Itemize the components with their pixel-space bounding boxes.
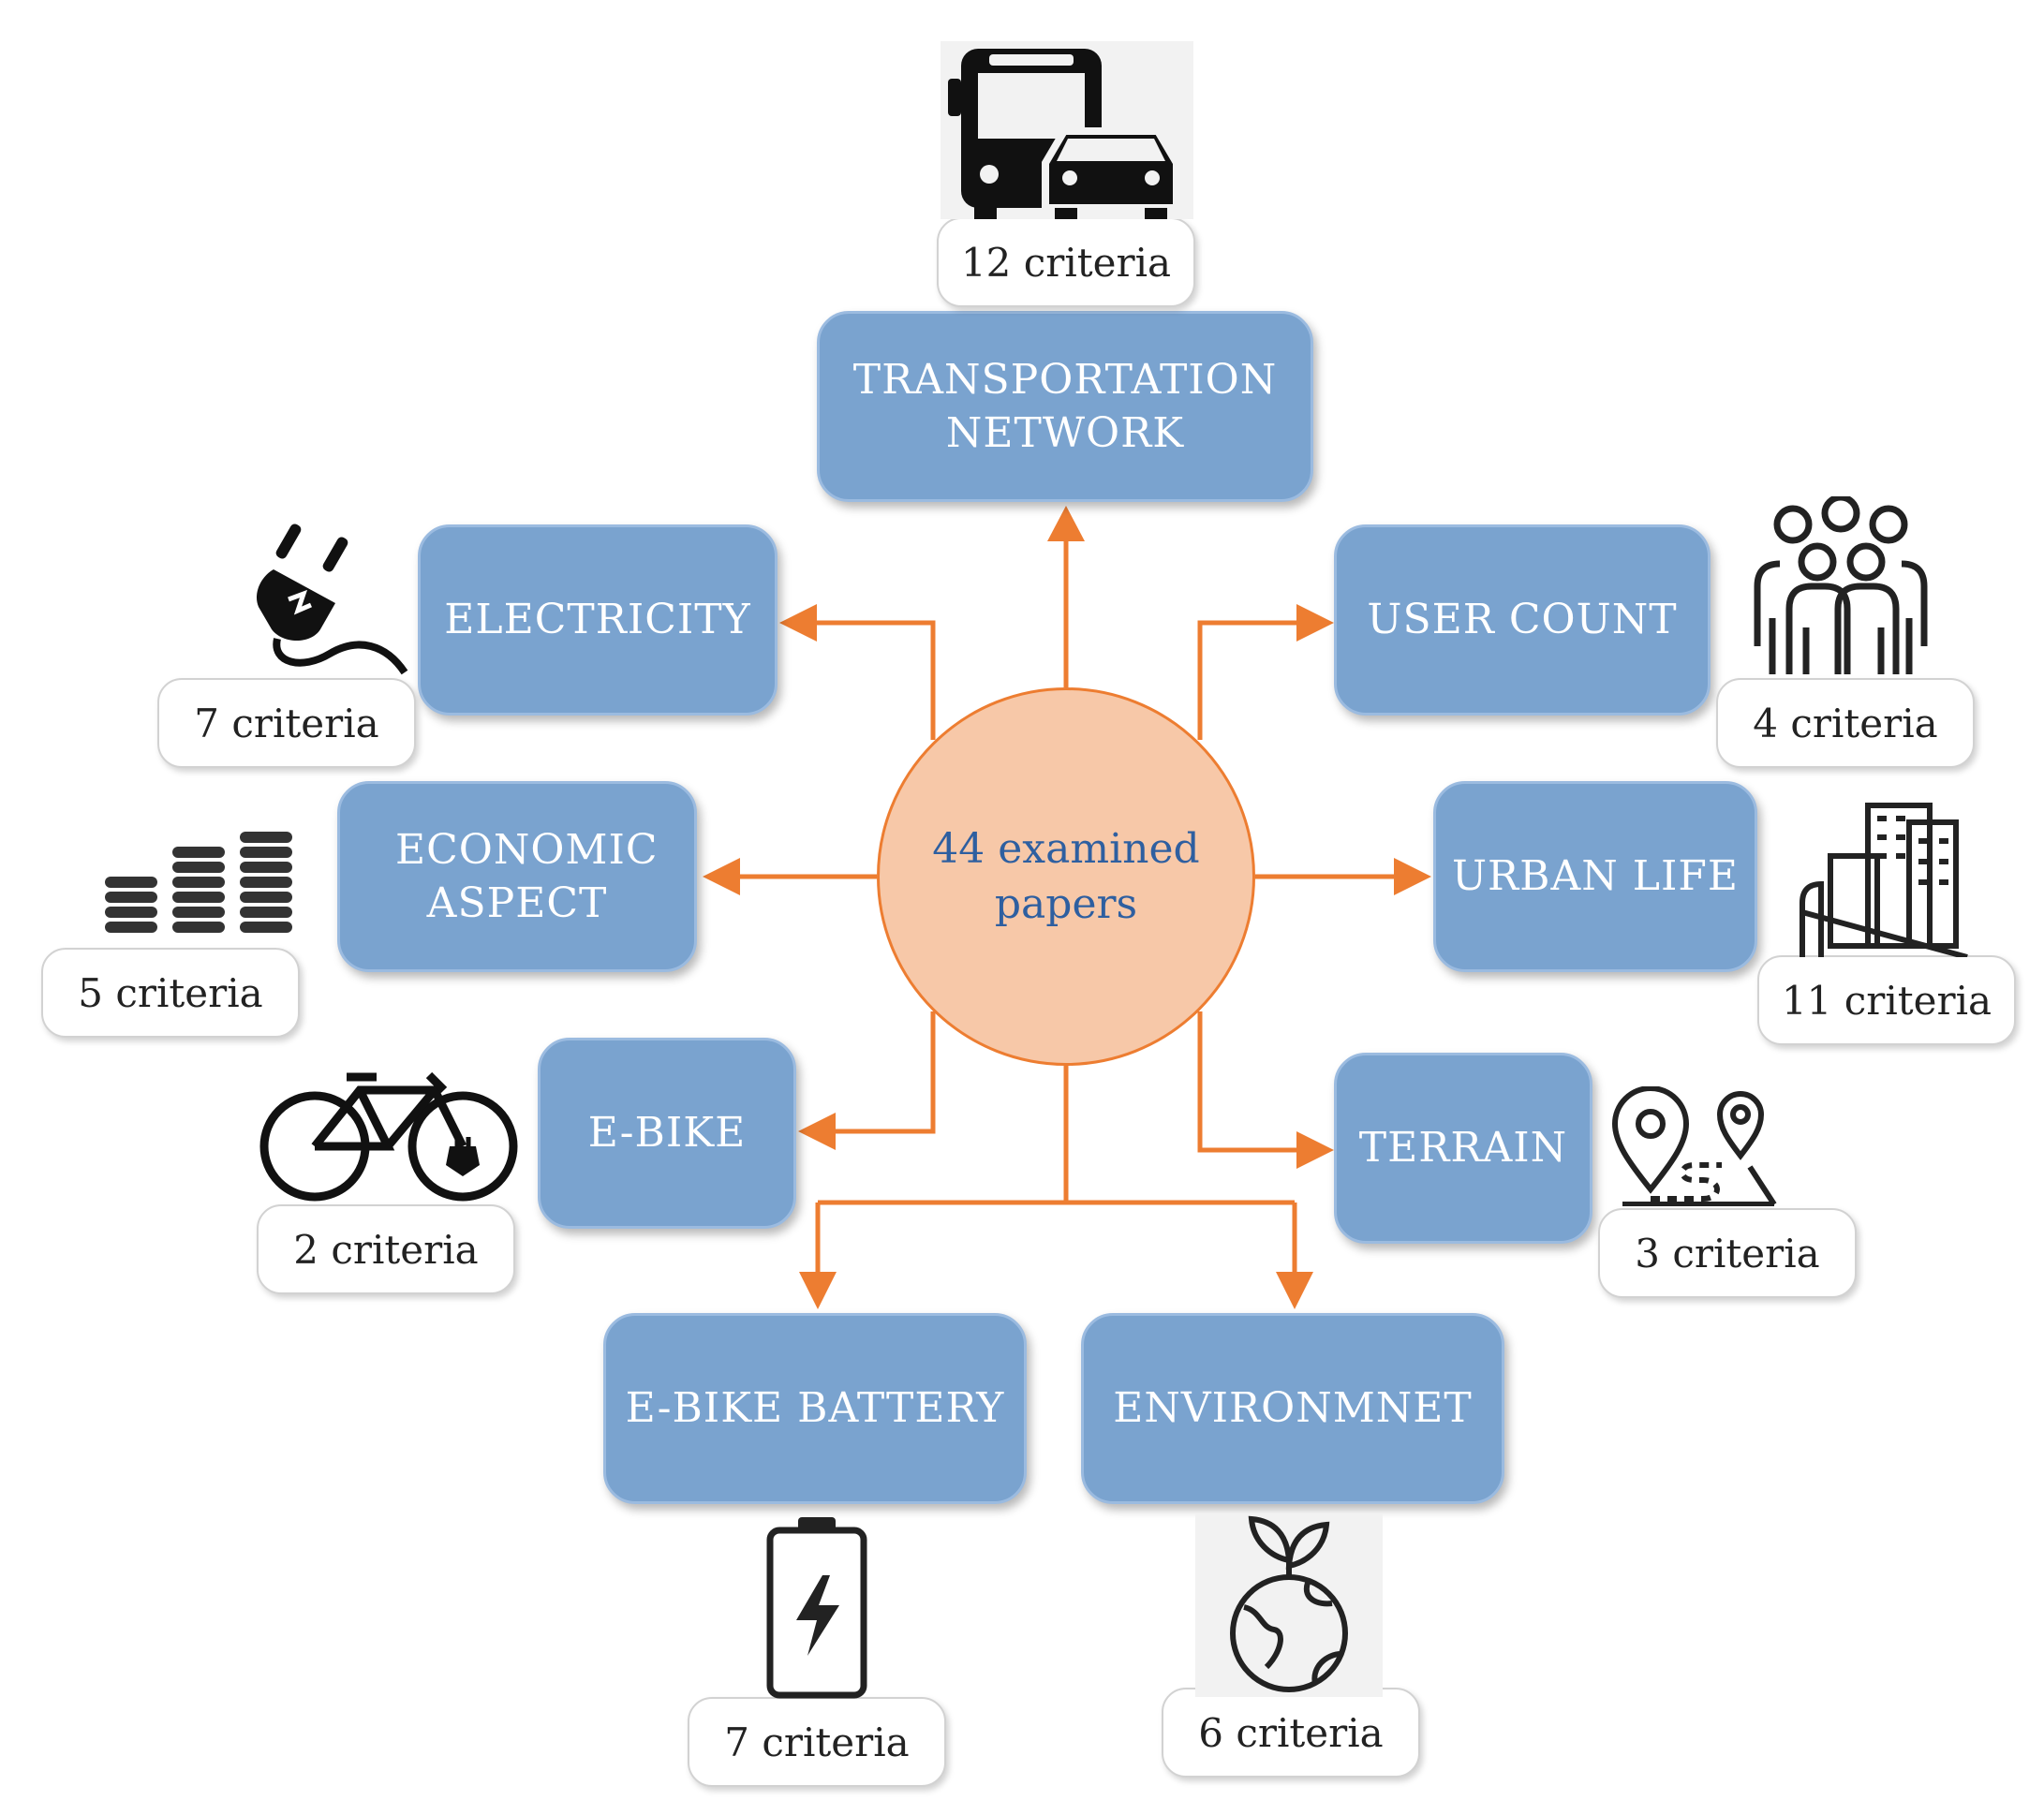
category-transportation-label: TRANSPORTATION NETWORK <box>852 355 1278 457</box>
category-economic-label: ECONOMIC ASPECT <box>395 825 659 927</box>
criteria-badge-terrain: 3 criteria <box>1598 1208 1857 1298</box>
bus-car-icon <box>941 41 1193 219</box>
arrow-user-count <box>1197 620 1310 740</box>
criteria-badge-electricity: 7 criteria <box>157 678 416 768</box>
criteria-badge-urban-life: 11 criteria <box>1757 955 2016 1045</box>
category-ebike: E-BIKE <box>538 1038 796 1229</box>
electric-bike-icon <box>259 1071 518 1202</box>
arrow-terrain <box>1197 1011 1308 1153</box>
battery-icon <box>766 1517 867 1699</box>
people-icon <box>1754 496 1928 674</box>
arrow-down-trunk <box>818 1066 1295 1205</box>
coins-icon <box>105 832 292 933</box>
category-user-count-label: USER COUNT <box>1367 596 1678 644</box>
criteria-badge-battery: 7 criteria <box>688 1697 946 1787</box>
category-battery: E-BIKE BATTERY <box>603 1313 1027 1504</box>
arrow-electricity <box>806 620 936 740</box>
category-transportation: TRANSPORTATION NETWORK <box>817 311 1313 502</box>
criteria-badge-environment: 6 criteria <box>1162 1688 1420 1778</box>
category-urban-life: URBAN LIFE <box>1433 781 1757 972</box>
category-ebike-label: E-BIKE <box>587 1109 747 1158</box>
category-terrain-label: TERRAIN <box>1358 1124 1568 1173</box>
category-urban-life-label: URBAN LIFE <box>1451 852 1740 901</box>
criteria-badge-economic: 5 criteria <box>41 948 300 1038</box>
plug-icon <box>256 524 408 675</box>
category-electricity-label: ELECTRICITY <box>444 596 751 644</box>
category-economic: ECONOMIC ASPECT <box>337 781 697 972</box>
category-environment: ENVIRONMNET <box>1081 1313 1504 1504</box>
category-electricity: ELECTRICITY <box>418 524 778 716</box>
category-battery-label: E-BIKE BATTERY <box>625 1384 1005 1433</box>
center-label: 44 examined papers <box>932 824 1200 928</box>
category-environment-label: ENVIRONMNET <box>1113 1384 1473 1433</box>
criteria-badge-user-count: 4 criteria <box>1716 678 1975 768</box>
city-icon <box>1800 803 1968 957</box>
globe-plant-icon <box>1195 1513 1383 1697</box>
arrow-ebike <box>824 1011 936 1134</box>
map-route-icon <box>1611 1086 1777 1206</box>
center-circle: 44 examined papers <box>877 687 1255 1066</box>
criteria-badge-transportation: 12 criteria <box>937 217 1195 307</box>
criteria-badge-ebike: 2 criteria <box>257 1204 515 1294</box>
category-user-count: USER COUNT <box>1334 524 1711 716</box>
category-terrain: TERRAIN <box>1334 1053 1592 1244</box>
